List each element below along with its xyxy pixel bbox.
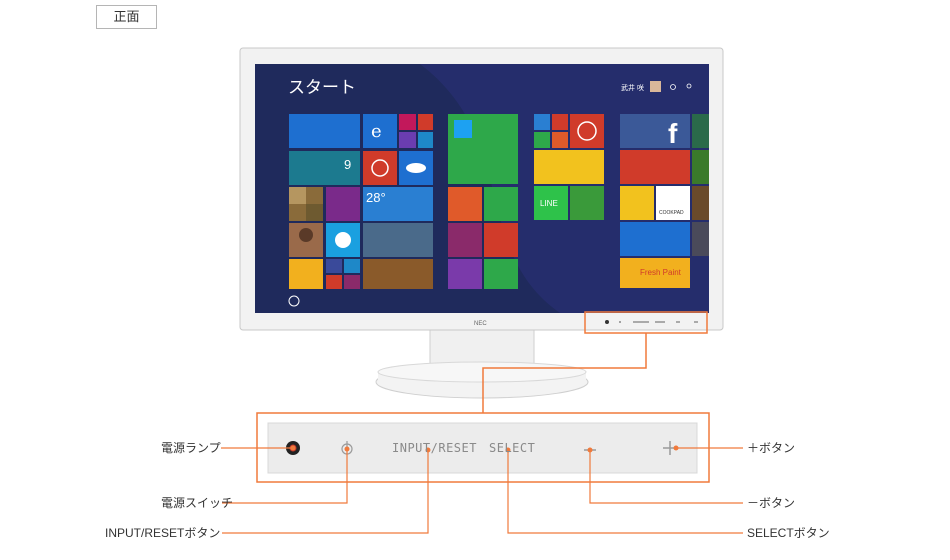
svg-text:f: f [668,118,678,149]
zoom-connector-line [482,333,647,413]
tile-facebook [620,114,690,148]
callout-line-select [507,450,743,534]
tile-tripadvisor [570,186,604,220]
front-view-tab: 正面 [96,5,157,29]
tile-cookpad [656,186,690,220]
tile-calendar [289,151,360,185]
power-lamp-label: 電源ランプ [161,441,221,455]
panel-surface [267,422,698,474]
callout-line-power-switch [222,449,348,504]
select-button-label: SELECTボタン [747,526,830,540]
power-switch-label: 電源スイッチ [161,496,234,510]
cookpad-label: COOKPAD [659,210,684,216]
search-icon [686,83,692,89]
callout-line-input-reset [222,450,429,534]
minus-button-label: －ボタン [747,496,796,510]
panel-input-reset-label: INPUT/RESET [392,441,477,455]
weather-temp: 28° [366,190,386,205]
panel-select-label: SELECT [489,441,536,455]
start-title: スタート [288,78,356,97]
power-icon [670,84,676,90]
apps-arrow-icon [288,295,300,307]
fresh-paint-label: Fresh Paint [640,268,682,277]
svg-text:e: e [371,121,382,142]
tile-ie [363,114,397,148]
tile-help [363,151,397,185]
input-reset-button-label: INPUT/RESETボタン [105,526,221,540]
plus-button-label: ＋ボタン [747,441,796,455]
tile-alarm [570,114,604,148]
monitor-brand: NEC [474,321,487,327]
tile-line [534,186,568,220]
tile-onenote [326,187,360,221]
tile-people [289,114,360,148]
tile-weather [363,187,433,221]
calendar-day: 9 [344,157,351,172]
tile-shimajiro [620,186,654,220]
line-label: LINE [540,199,558,208]
user-name: 武井 咲 [621,83,644,92]
callout-line-minus [589,450,743,504]
tile-minions [534,150,604,184]
user-avatar [650,81,661,92]
tile-fresh-paint [620,258,690,288]
